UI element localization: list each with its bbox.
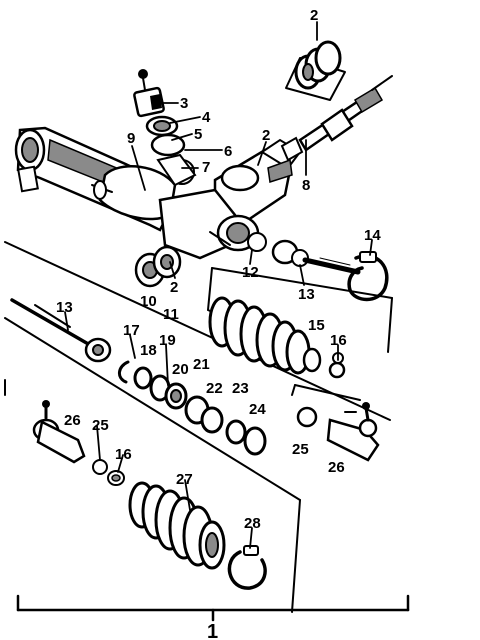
callout-22: 22 [206,380,223,397]
callout-15: 15 [308,317,325,334]
callout-28: 28 [244,515,261,532]
callout-3: 3 [180,95,188,112]
callout-19: 19 [159,332,176,349]
callout-13-upper: 13 [298,286,315,303]
spring-pack [285,40,346,101]
callout-25-right: 25 [292,441,309,458]
callout-18: 18 [140,342,157,359]
callout-7: 7 [202,159,210,176]
callout-25-left: 25 [92,417,109,434]
callout-14: 14 [364,227,381,244]
callout-2-bushing: 2 [170,279,178,296]
mounting-bushings [134,245,182,288]
bellows-boot-lower [128,481,226,570]
callout-16-lower: 16 [115,446,132,463]
callout-6: 6 [224,143,232,160]
callout-26-right: 26 [328,459,345,476]
inner-tie-rod-lower [10,298,112,363]
tie-rod-end-left [32,400,125,486]
rack-housing [14,126,177,232]
inner-tie-rod-upper [271,239,361,275]
leader-lines [64,21,373,549]
callout-5: 5 [194,126,202,143]
seal-rings-17-24 [118,360,267,456]
callout-2-valve: 2 [262,127,270,144]
callout-10: 10 [140,293,157,310]
input-shaft [280,75,393,162]
boot-clamp [227,545,267,590]
callout-20: 20 [172,361,189,378]
callout-21: 21 [193,356,210,373]
valve-cap-parts [133,69,197,187]
callout-4: 4 [202,109,211,126]
tie-rod-clamp [347,251,389,302]
assembly-bracket [16,594,410,622]
callout-27: 27 [176,471,193,488]
callout-12: 12 [242,264,259,281]
callout-8: 8 [302,177,310,194]
tie-rod-end-right [296,402,380,462]
callout-2-spring-pack: 2 [310,7,318,24]
callout-16-upper: 16 [330,332,347,349]
callout-1-assembly: 1 [207,621,218,640]
bellows-boot-upper [208,296,346,379]
callout-13-lower: 13 [56,299,73,316]
callout-11: 11 [163,306,179,323]
callout-24: 24 [249,401,266,418]
callout-26-left: 26 [64,412,81,429]
callout-17: 17 [123,322,140,339]
callout-23: 23 [232,380,249,397]
callout-9: 9 [127,130,135,147]
panel-boundary-lines [4,241,393,613]
callout-labels: 2 3 4 5 6 7 9 2 8 12 13 14 2 10 11 13 17… [56,7,381,640]
